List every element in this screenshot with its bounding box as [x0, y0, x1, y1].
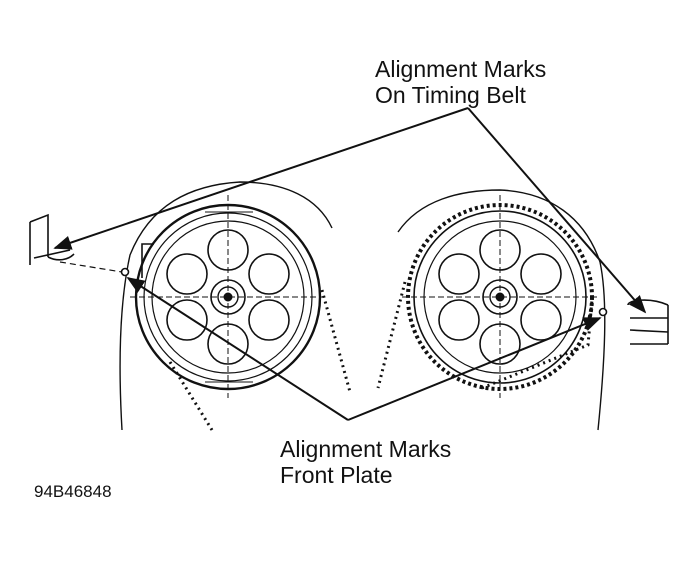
figure-id: 94B46848 — [34, 482, 112, 501]
label-alignment-marks-front-plate: Alignment Marks Front Plate — [280, 436, 451, 488]
plate-mark-leaders — [126, 277, 602, 421]
label-alignment-marks-timing-belt: Alignment Marks On Timing Belt — [375, 56, 546, 108]
right-camshaft-gear — [402, 195, 598, 398]
label-line: Alignment Marks — [280, 436, 452, 462]
reference-line — [59, 261, 123, 273]
timing-belt — [168, 281, 594, 431]
gear-hole — [248, 253, 290, 295]
label-line: On Timing Belt — [375, 82, 526, 108]
left-block-bracket — [29, 213, 75, 265]
right-block-bracket — [627, 299, 669, 345]
left-camshaft-gear — [130, 195, 326, 398]
label-line: Alignment Marks — [375, 56, 547, 82]
gear-hole — [520, 253, 562, 295]
gear-hole — [248, 299, 290, 341]
gear-hole — [166, 299, 208, 341]
gear-hole — [520, 299, 562, 341]
gear-hole — [438, 253, 480, 295]
front-plate-mark-left — [120, 267, 130, 277]
label-line: Front Plate — [280, 462, 393, 488]
front-plate-mark-right — [598, 307, 608, 317]
gear-hole — [166, 253, 208, 295]
gear-hole — [438, 299, 480, 341]
belt-mark-leaders — [53, 107, 647, 314]
engine-cover-outline — [119, 181, 606, 431]
